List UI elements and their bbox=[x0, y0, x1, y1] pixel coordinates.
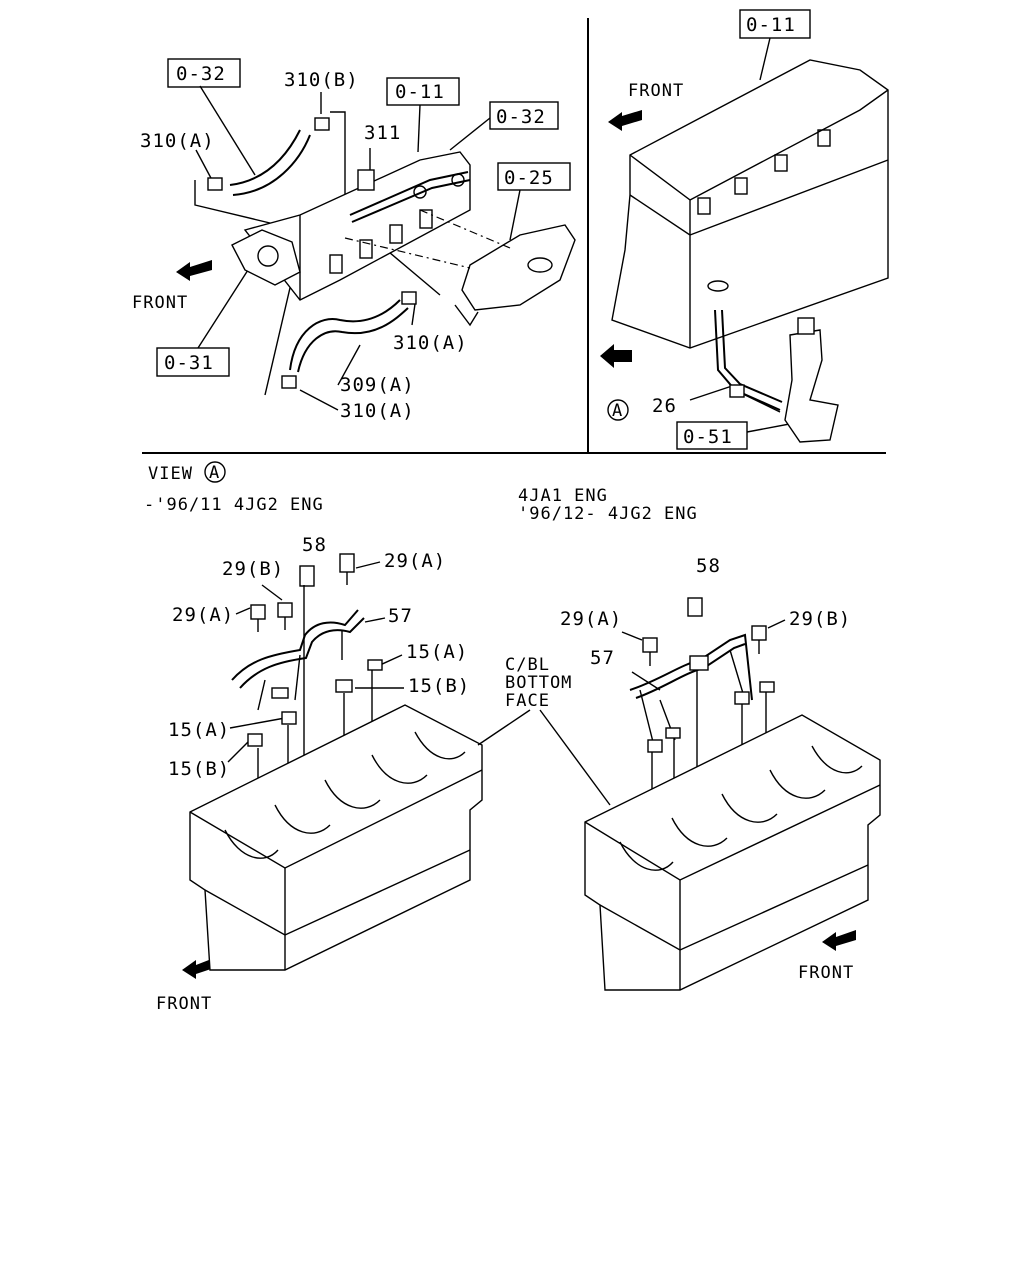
ref-box-0-25: 0-25 bbox=[497, 162, 571, 191]
cbl-label-line2: BOTTOM bbox=[505, 673, 572, 693]
ref-box-0-32-right: 0-32 bbox=[489, 101, 559, 130]
label-58-right: 58 bbox=[696, 555, 721, 577]
svg-text:0-11: 0-11 bbox=[395, 81, 445, 103]
svg-text:0-25: 0-25 bbox=[504, 167, 554, 189]
svg-text:0-31: 0-31 bbox=[164, 352, 214, 374]
front-arrow-icon-bottom-left bbox=[182, 958, 214, 979]
view-marker-letter: A bbox=[612, 401, 623, 421]
label-front-top-right: FRONT bbox=[628, 81, 684, 101]
label-15b-left: 15(B) bbox=[168, 758, 230, 780]
label-26: 26 bbox=[652, 395, 677, 417]
label-310b: 310(B) bbox=[284, 69, 359, 91]
label-29a-top-left: 29(A) bbox=[384, 550, 446, 572]
panel-bottom-right: 58 29(A) 29(B) 57 C/BL BOTTOM FACE FRONT bbox=[477, 555, 881, 991]
panel-bottom-left: 58 29(A) 29(B) 29(A) 57 15(A) 15(B) 15(A… bbox=[156, 534, 483, 1014]
right-variant-label-1: 4JA1 ENG bbox=[518, 486, 608, 506]
svg-text:0-32: 0-32 bbox=[176, 63, 226, 85]
view-arrow-icon bbox=[600, 344, 632, 368]
label-front-bottom-right: FRONT bbox=[798, 963, 854, 983]
view-title: VIEW bbox=[148, 464, 193, 484]
front-arrow-icon-bottom-right bbox=[822, 930, 856, 951]
label-15a-right: 15(A) bbox=[406, 641, 468, 663]
label-29a-left: 29(A) bbox=[172, 604, 234, 626]
ref-box-0-32-left: 0-32 bbox=[167, 58, 241, 88]
label-310a-mid: 310(A) bbox=[393, 332, 468, 354]
label-29a-right: 29(A) bbox=[560, 608, 622, 630]
view-header: VIEW A -'96/11 4JG2 ENG 4JA1 ENG '96/12-… bbox=[144, 461, 698, 524]
cbl-label-line3: FACE bbox=[505, 691, 550, 711]
label-311: 311 bbox=[364, 122, 401, 144]
ref-box-0-51: 0-51 bbox=[676, 421, 748, 450]
svg-text:0-11: 0-11 bbox=[746, 14, 796, 36]
label-310a-lower: 310(A) bbox=[340, 400, 415, 422]
svg-text:0-32: 0-32 bbox=[496, 106, 546, 128]
svg-text:0-51: 0-51 bbox=[683, 426, 733, 448]
label-29b-left: 29(B) bbox=[222, 558, 284, 580]
front-arrow-icon-top-right bbox=[608, 110, 642, 131]
panel-top-right: 0-11 0-51 FRONT 28 26 A bbox=[600, 9, 889, 450]
view-header-letter: A bbox=[209, 463, 220, 483]
label-57-left: 57 bbox=[388, 605, 413, 627]
view-marker-circle bbox=[607, 399, 629, 421]
view-header-circle bbox=[204, 461, 226, 483]
ref-box-0-31: 0-31 bbox=[156, 347, 230, 377]
ref-box-0-11: 0-11 bbox=[386, 77, 460, 106]
label-15a-left: 15(A) bbox=[168, 719, 230, 741]
label-front-top-left: FRONT bbox=[132, 293, 188, 313]
panel-top-left: 0-32 0-11 0-32 0-25 0-31 310(B) 310(A) 3… bbox=[132, 58, 576, 422]
label-309a: 309(A) bbox=[340, 374, 415, 396]
label-57-right: 57 bbox=[590, 647, 615, 669]
label-29b-right: 29(B) bbox=[789, 608, 851, 630]
cbl-label-line1: C/BL bbox=[505, 655, 550, 675]
front-arrow-icon bbox=[176, 260, 212, 281]
right-variant-label-2: '96/12- 4JG2 ENG bbox=[518, 504, 698, 524]
label-58-left: 58 bbox=[302, 534, 327, 556]
label-front-bottom-left: FRONT bbox=[156, 994, 212, 1014]
label-310a-upper: 310(A) bbox=[140, 130, 215, 152]
label-15b-right: 15(B) bbox=[408, 675, 470, 697]
ref-box-0-11-right: 0-11 bbox=[739, 9, 811, 39]
left-variant-label: -'96/11 4JG2 ENG bbox=[144, 495, 324, 515]
